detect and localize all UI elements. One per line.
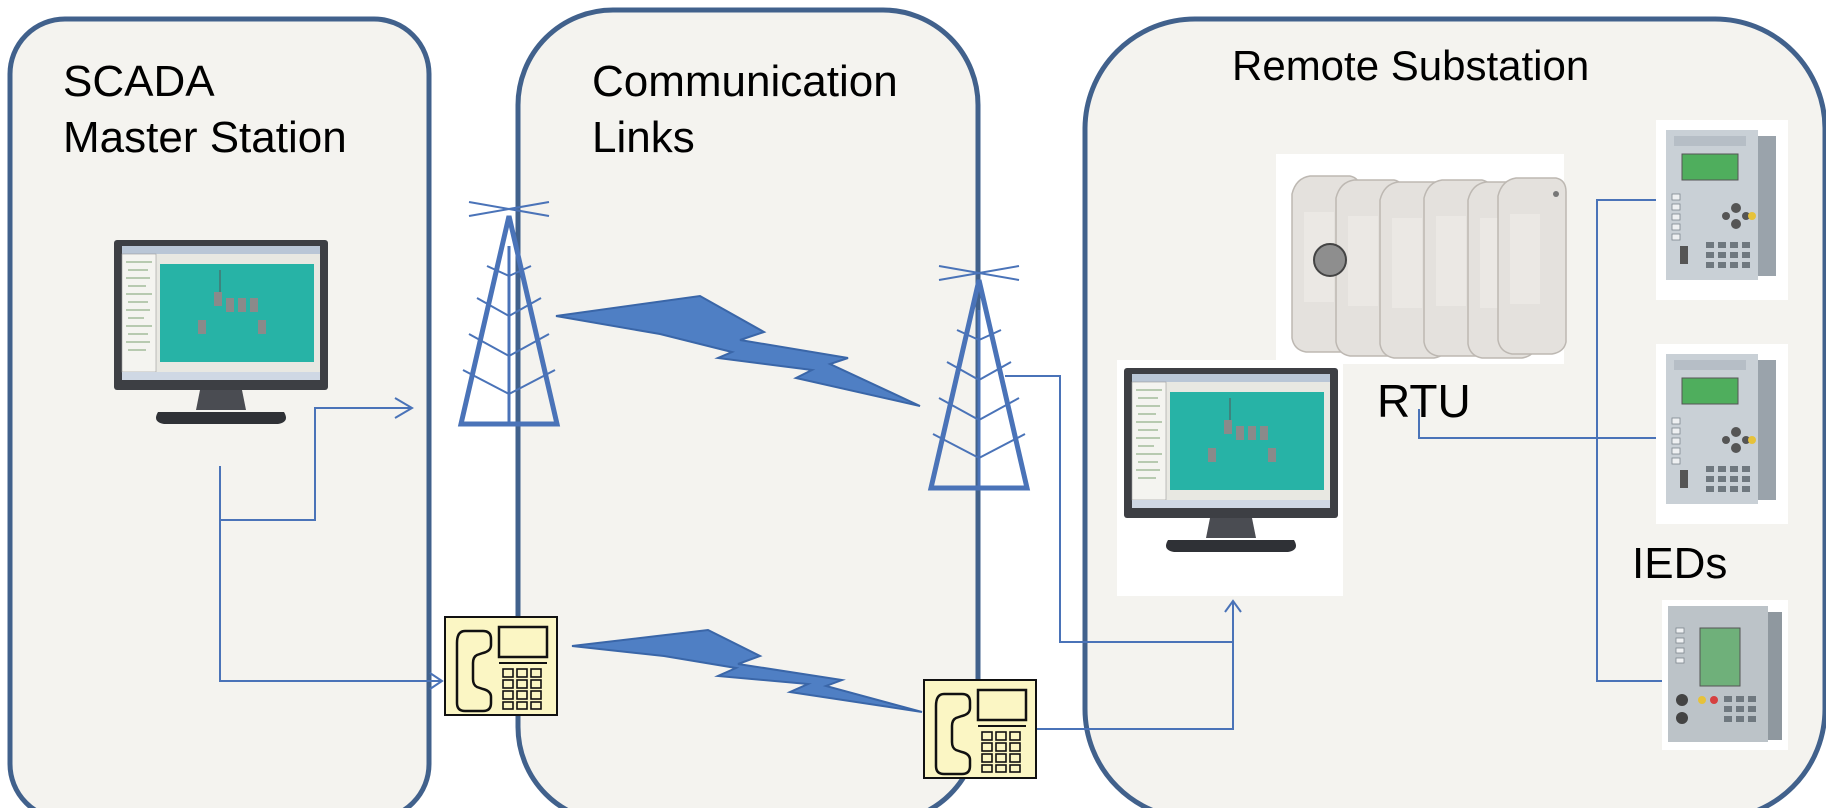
remote-arrow-head xyxy=(1224,599,1242,613)
ied-relay-icon xyxy=(1656,344,1788,524)
remote-computer-monitor-icon xyxy=(1117,360,1343,596)
telephone-modem-icon xyxy=(922,678,1038,780)
tower-to-remote-line xyxy=(1005,375,1234,643)
ied-relay-icon xyxy=(1656,120,1788,300)
telephone-modem-icon xyxy=(443,615,559,717)
remote-substation-title: Remote Substation xyxy=(1232,42,1589,89)
ied-relay-icon xyxy=(1662,600,1788,750)
phone-to-remote-line xyxy=(1034,642,1234,730)
master-phone-arrow-head xyxy=(429,672,444,690)
remote-substation-panel: Remote Substation xyxy=(1082,16,1826,808)
radio-lightning-bolt-icon xyxy=(555,294,921,407)
ieds-label: IEDs xyxy=(1632,539,1727,588)
phone-lightning-bolt-icon xyxy=(571,628,923,713)
ied-bus-line xyxy=(1596,199,1680,682)
master-arrow-head xyxy=(394,397,414,419)
scada-title-line2: Master Station xyxy=(63,113,347,162)
communication-links-panel: Communication Links xyxy=(515,7,981,808)
rtu-to-ied-line xyxy=(1418,409,1662,439)
rtu-device xyxy=(1276,154,1567,364)
master-to-phone-line xyxy=(219,520,442,682)
comm-title-line2: Links xyxy=(592,113,695,162)
comm-title-line1: Communication xyxy=(592,57,898,106)
rtu-label: RTU xyxy=(1377,375,1471,427)
master-to-radio-line xyxy=(219,407,412,521)
connection-lines xyxy=(219,199,1680,730)
scada-title-line1: SCADA xyxy=(63,57,215,106)
